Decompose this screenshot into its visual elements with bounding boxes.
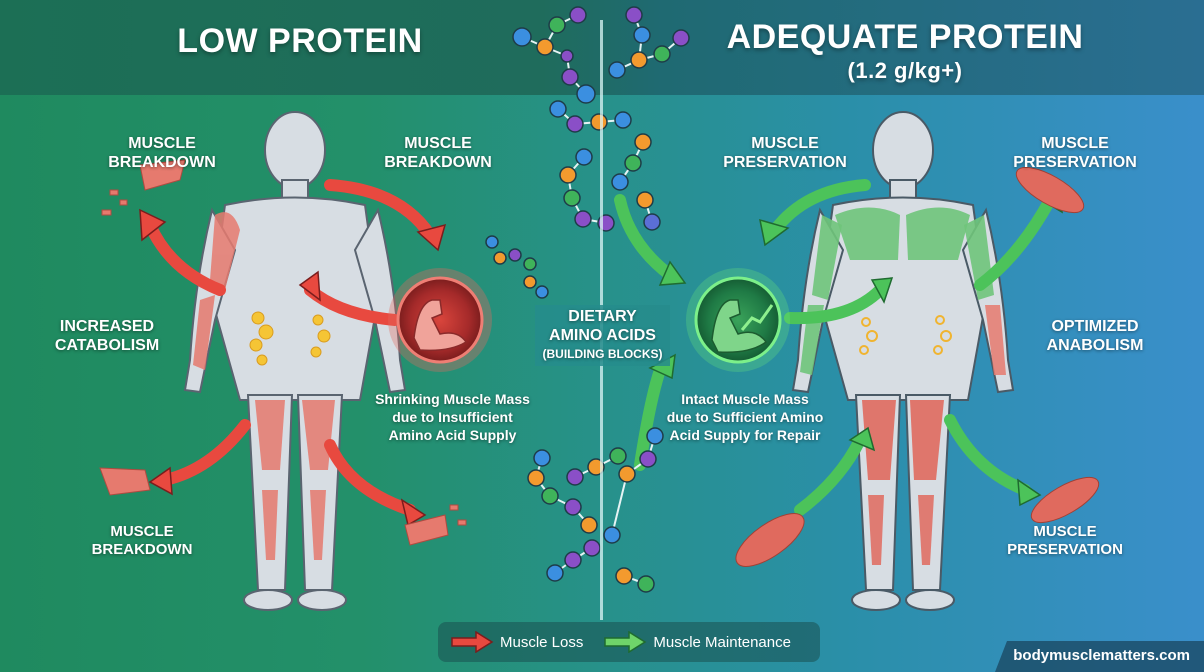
label-bottom-breakdown: MUSCLE BREAKDOWN: [91, 523, 193, 558]
label-left-top-breakdown: MUSCLE BREAKDOWN: [108, 135, 216, 171]
amino-acid-chains: [485, 6, 690, 593]
left-body-muscles: [193, 212, 335, 560]
caption-intact-muscle: Intact Muscle Mass due to Sufficient Ami…: [666, 391, 824, 443]
site-watermark: bodymusclematters.com: [995, 641, 1204, 672]
label-right-top-breakdown: MUSCLE BREAKDOWN: [384, 135, 492, 171]
title-adequate-protein: ADEQUATE PROTEIN: [726, 18, 1084, 56]
legend: Muscle Loss Muscle Maintenance: [438, 622, 820, 662]
title-low-protein: LOW PROTEIN: [177, 22, 423, 60]
label-increased-catabolism: INCREASED CATABOLISM: [54, 318, 160, 354]
label-right-top-left-preservation: MUSCLE PRESERVATION: [723, 135, 847, 171]
muscle-loss-arrowheads: [139, 208, 447, 527]
subtitle-protein-amount: (1.2 g/kg+): [847, 58, 963, 83]
left-fat-deposits: [249, 311, 331, 366]
healthy-muscle-bundles: [735, 166, 1100, 567]
right-fat-deposits: [859, 315, 952, 355]
caption-shrinking-muscle: Shrinking Muscle Mass due to Insufficien…: [375, 391, 530, 443]
muscle-maintenance-arrows: [614, 179, 1056, 516]
red-arrow-icon: [451, 631, 494, 653]
label-optimized-anabolism: OPTIMIZED ANABOLISM: [1046, 318, 1144, 354]
label-dietary-amino-acids: DIETARY AMINO ACIDS (BUILDING BLOCKS): [535, 305, 670, 366]
muscle-maintenance-badge: [686, 268, 790, 372]
muscle-loss-badge: [388, 268, 492, 372]
label-right-top-right-preservation: MUSCLE PRESERVATION: [1013, 135, 1137, 171]
broken-muscle-fragments: [99, 159, 467, 546]
label-bottom-preservation: MUSCLE PRESERVATION: [1007, 523, 1123, 558]
legend-item-muscle-maintenance: Muscle Maintenance: [603, 631, 791, 653]
green-arrow-icon: [604, 631, 647, 653]
legend-item-muscle-loss: Muscle Loss: [450, 631, 583, 653]
